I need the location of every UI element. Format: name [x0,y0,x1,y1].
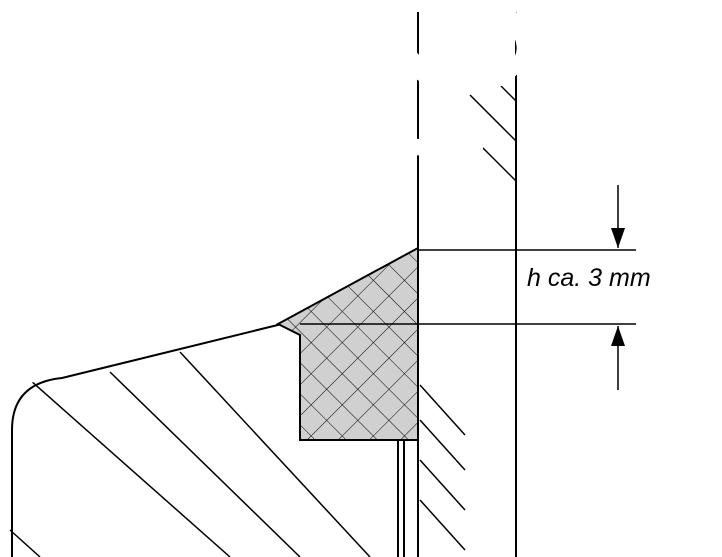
watermark-text: Ungültig [130,0,722,359]
arrow-up-icon [611,326,625,346]
housing-hatching [9,351,371,557]
dimension-lines [300,185,636,390]
rod-hatching-upper [469,54,516,183]
watermark: Ungültig [129,0,722,359]
rod-hatching-lower [419,384,466,551]
dimension-label: h ca. 3 mm [527,264,651,292]
arrow-down-icon [611,228,625,248]
seal [275,246,419,441]
